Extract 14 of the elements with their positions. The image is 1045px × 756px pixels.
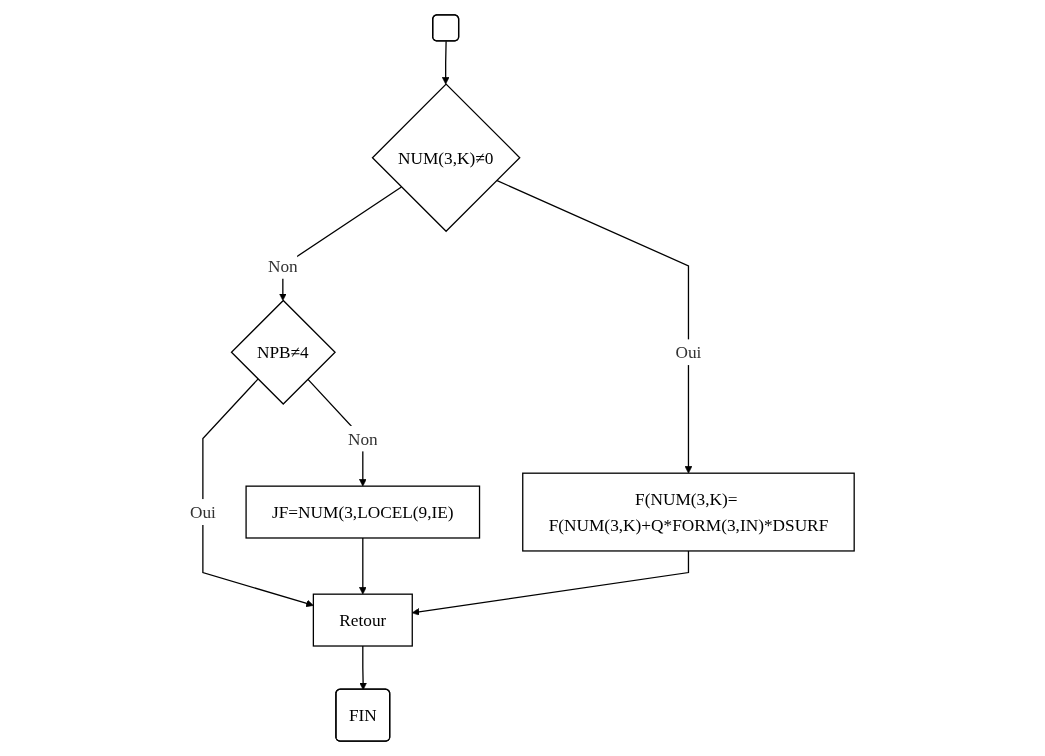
edge-label: Non (348, 429, 379, 449)
edge-label: Oui (675, 342, 702, 362)
arrow (442, 40, 450, 85)
node-box: JF=NUM(3,LOCEL(9,IE) (245, 485, 481, 539)
arrow (496, 179, 693, 474)
node-box: Retour (313, 593, 414, 647)
node-diamond: NUM(3,K)≠0 (372, 83, 522, 233)
edge-label: Non (268, 256, 299, 276)
arrow (412, 550, 690, 616)
node-diamond: NPB≠4 (231, 299, 337, 405)
arrow (359, 537, 368, 595)
node-box: F(NUM(3,K)= F(NUM(3,K)+Q*FORM(3,IN)*DSURF (522, 472, 856, 552)
arrow (359, 645, 368, 690)
edge-label: Oui (190, 502, 217, 522)
